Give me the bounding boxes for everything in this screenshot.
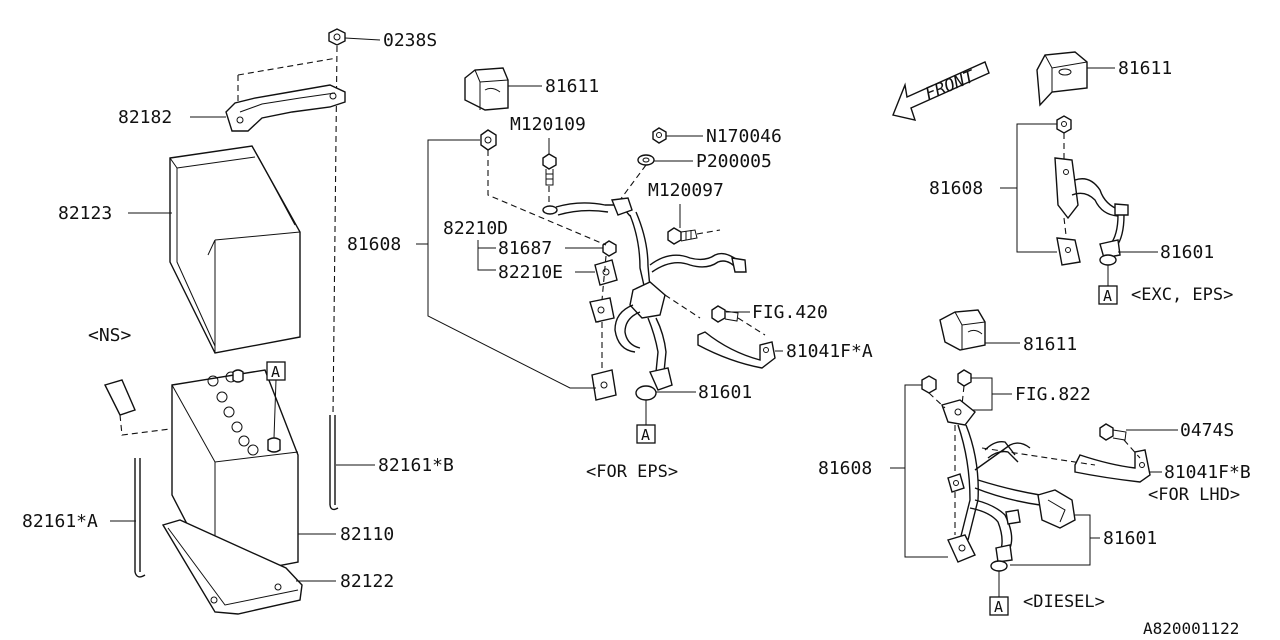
- ref-box-a-battery: A: [266, 361, 286, 381]
- part-label-82110: 82110: [340, 524, 394, 545]
- svg-text:A: A: [271, 363, 280, 381]
- terminal-clamp-81608-tr: [1054, 157, 1129, 266]
- part-label-81601-br: 81601: [1103, 528, 1157, 549]
- battery-cable-mid: [542, 197, 747, 401]
- nut-n170046: [652, 127, 667, 144]
- part-label-82210e: 82210E: [498, 262, 563, 283]
- hold-down-rod-82161b: [329, 415, 339, 511]
- nut-81608-mid: [480, 129, 497, 151]
- part-label-82161b: 82161*B: [378, 455, 454, 476]
- variant-label-exc-eps: <EXC, EPS>: [1131, 285, 1233, 305]
- svg-text:A: A: [994, 598, 1003, 616]
- ref-label-fig420: FIG.420: [752, 302, 828, 323]
- terminal-cover-81611-tr: [1036, 51, 1088, 107]
- terminal-cover-81611-br: [939, 309, 986, 351]
- variant-label-for-lhd: <FOR LHD>: [1148, 485, 1240, 505]
- bracket-81041fa: [697, 331, 776, 369]
- bolt-0474s: [1099, 423, 1127, 441]
- diagram-id: A820001122: [1143, 619, 1239, 638]
- battery-cable-br: [947, 424, 1076, 572]
- hold-down-bracket-82182: [225, 57, 346, 132]
- part-label-82123: 82123: [58, 203, 112, 224]
- ref-box-a-tr: A: [1098, 285, 1118, 305]
- nut-0238s: [328, 28, 346, 46]
- part-label-81608-mid: 81608: [347, 234, 401, 255]
- variant-label-ns: <NS>: [88, 325, 132, 346]
- part-label-82161a: 82161*A: [22, 511, 98, 532]
- part-label-81687: 81687: [498, 238, 552, 259]
- ns-pad: [103, 379, 136, 416]
- nuts-fig822: [921, 369, 972, 394]
- part-label-p200005: P200005: [696, 151, 772, 172]
- front-direction-indicator: FRONT: [892, 61, 990, 121]
- nut-81687: [602, 240, 617, 257]
- part-label-81611-br: 81611: [1023, 334, 1077, 355]
- hold-down-rod-82161a: [134, 458, 146, 578]
- battery-tray-82122: [161, 519, 303, 615]
- diesel-cable-assembly: 81611 FIG.822 0474S 81041F*B <FOR LHD>: [818, 309, 1251, 616]
- part-label-82182: 82182: [118, 107, 172, 128]
- part-label-81601-mid: 81601: [698, 382, 752, 403]
- part-label-81611-tr: 81611: [1118, 58, 1172, 79]
- battery-cover-82123: [169, 145, 301, 354]
- part-label-0238s: 0238S: [383, 30, 437, 51]
- eps-cable-assembly: 81611 M120109 N170046 P200005 M120097: [347, 67, 873, 482]
- variant-label-for-eps: <FOR EPS>: [586, 462, 678, 482]
- part-label-n170046: N170046: [706, 126, 782, 147]
- exc-eps-cable-assembly: 81611 81608 81601 A: [929, 51, 1233, 305]
- part-label-81608-br: 81608: [818, 458, 872, 479]
- battery-82110: [171, 369, 299, 579]
- terminal-clamp-lower-tr: [1056, 237, 1081, 266]
- part-label-81601-tr: 81601: [1160, 242, 1214, 263]
- battery-assembly: 0238S 82182 82123 <NS>: [22, 28, 454, 615]
- svg-text:A: A: [641, 426, 650, 444]
- ref-box-a-br: A: [989, 596, 1009, 616]
- bolt-m120109: [542, 153, 557, 186]
- svg-text:A: A: [1103, 287, 1112, 305]
- bolt-fig420: [711, 305, 739, 323]
- part-label-81611-mid: 81611: [545, 76, 599, 97]
- front-label: FRONT: [922, 66, 979, 104]
- part-label-0474s: 0474S: [1180, 420, 1234, 441]
- bracket-81041fb: [1074, 449, 1151, 483]
- nut-81608-tr: [1056, 115, 1072, 134]
- ref-box-a-mid: A: [636, 424, 656, 444]
- terminal-clamp-upper-br: [941, 399, 976, 426]
- front-arrow-icon: [892, 61, 990, 121]
- part-label-m120109: M120109: [510, 114, 586, 135]
- part-label-81041fb: 81041F*B: [1164, 462, 1251, 483]
- terminal-cover-81611-mid: [464, 67, 509, 111]
- part-label-81608-tr: 81608: [929, 178, 983, 199]
- part-label-m120097: M120097: [648, 180, 724, 201]
- variant-label-diesel: <DIESEL>: [1023, 592, 1105, 612]
- part-label-82122: 82122: [340, 571, 394, 592]
- part-label-81041fa: 81041F*A: [786, 341, 873, 362]
- bolt-m120097: [667, 227, 698, 245]
- ref-label-fig822: FIG.822: [1015, 384, 1091, 405]
- terminal-clamp-81608-mid: [591, 369, 617, 401]
- part-label-82210d: 82210D: [443, 218, 508, 239]
- leader-81608-mid: [416, 139, 596, 389]
- washer-p200005: [637, 154, 655, 166]
- terminal-clamp-lower-br: [947, 534, 976, 563]
- terminal-clamp-82210e: [589, 259, 618, 323]
